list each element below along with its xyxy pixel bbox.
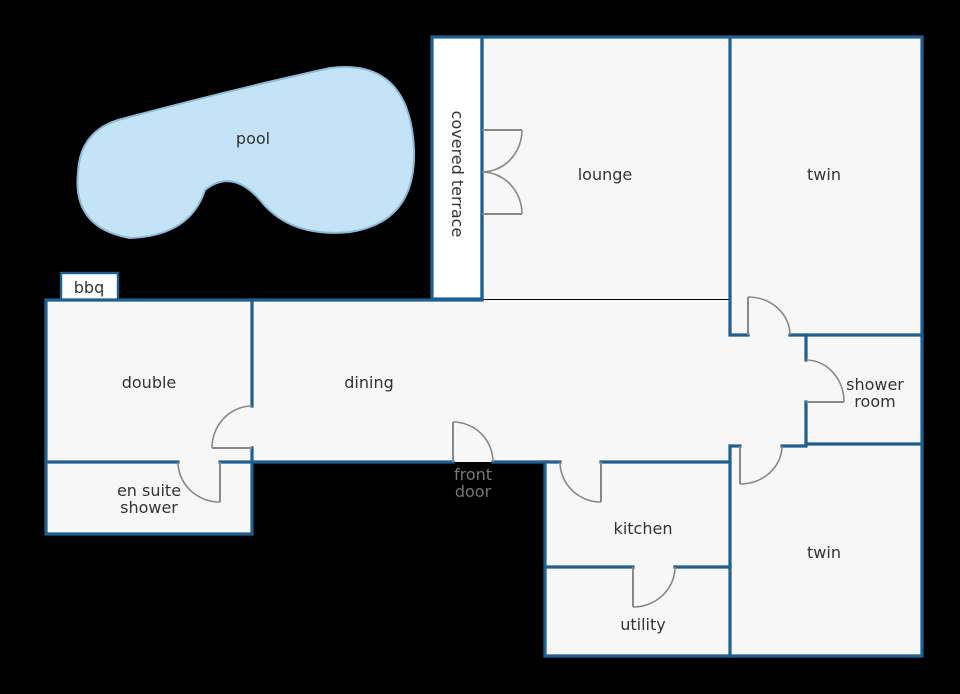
ensuite-label-line2: shower (120, 498, 178, 517)
twin-bottom-label: twin (807, 543, 841, 562)
double-label: double (122, 373, 177, 392)
pool-label: pool (236, 129, 270, 148)
shower-room-label-line2: room (854, 392, 895, 411)
bbq-label: bbq (74, 278, 104, 297)
lounge-twin-floor (482, 37, 922, 299)
kitchen-label: kitchen (614, 519, 673, 538)
central-floor (46, 300, 806, 462)
ensuite-label-line1: en suite (117, 481, 181, 500)
front-door-label-line2: door (455, 482, 492, 501)
shower-room-label-line1: shower (846, 375, 904, 394)
doors (177, 129, 845, 608)
pool-shape (76, 66, 416, 240)
lounge-label: lounge (578, 165, 633, 184)
covered-terrace-label: covered terrace (448, 111, 467, 238)
front-door-label-line1: front (454, 465, 492, 484)
twin-top-label: twin (807, 165, 841, 184)
utility-label: utility (620, 615, 666, 634)
ensuite-floor (46, 462, 252, 534)
east-floor (730, 299, 922, 446)
south-floor (545, 446, 922, 656)
dining-label: dining (344, 373, 393, 392)
walls (44, 35, 924, 658)
